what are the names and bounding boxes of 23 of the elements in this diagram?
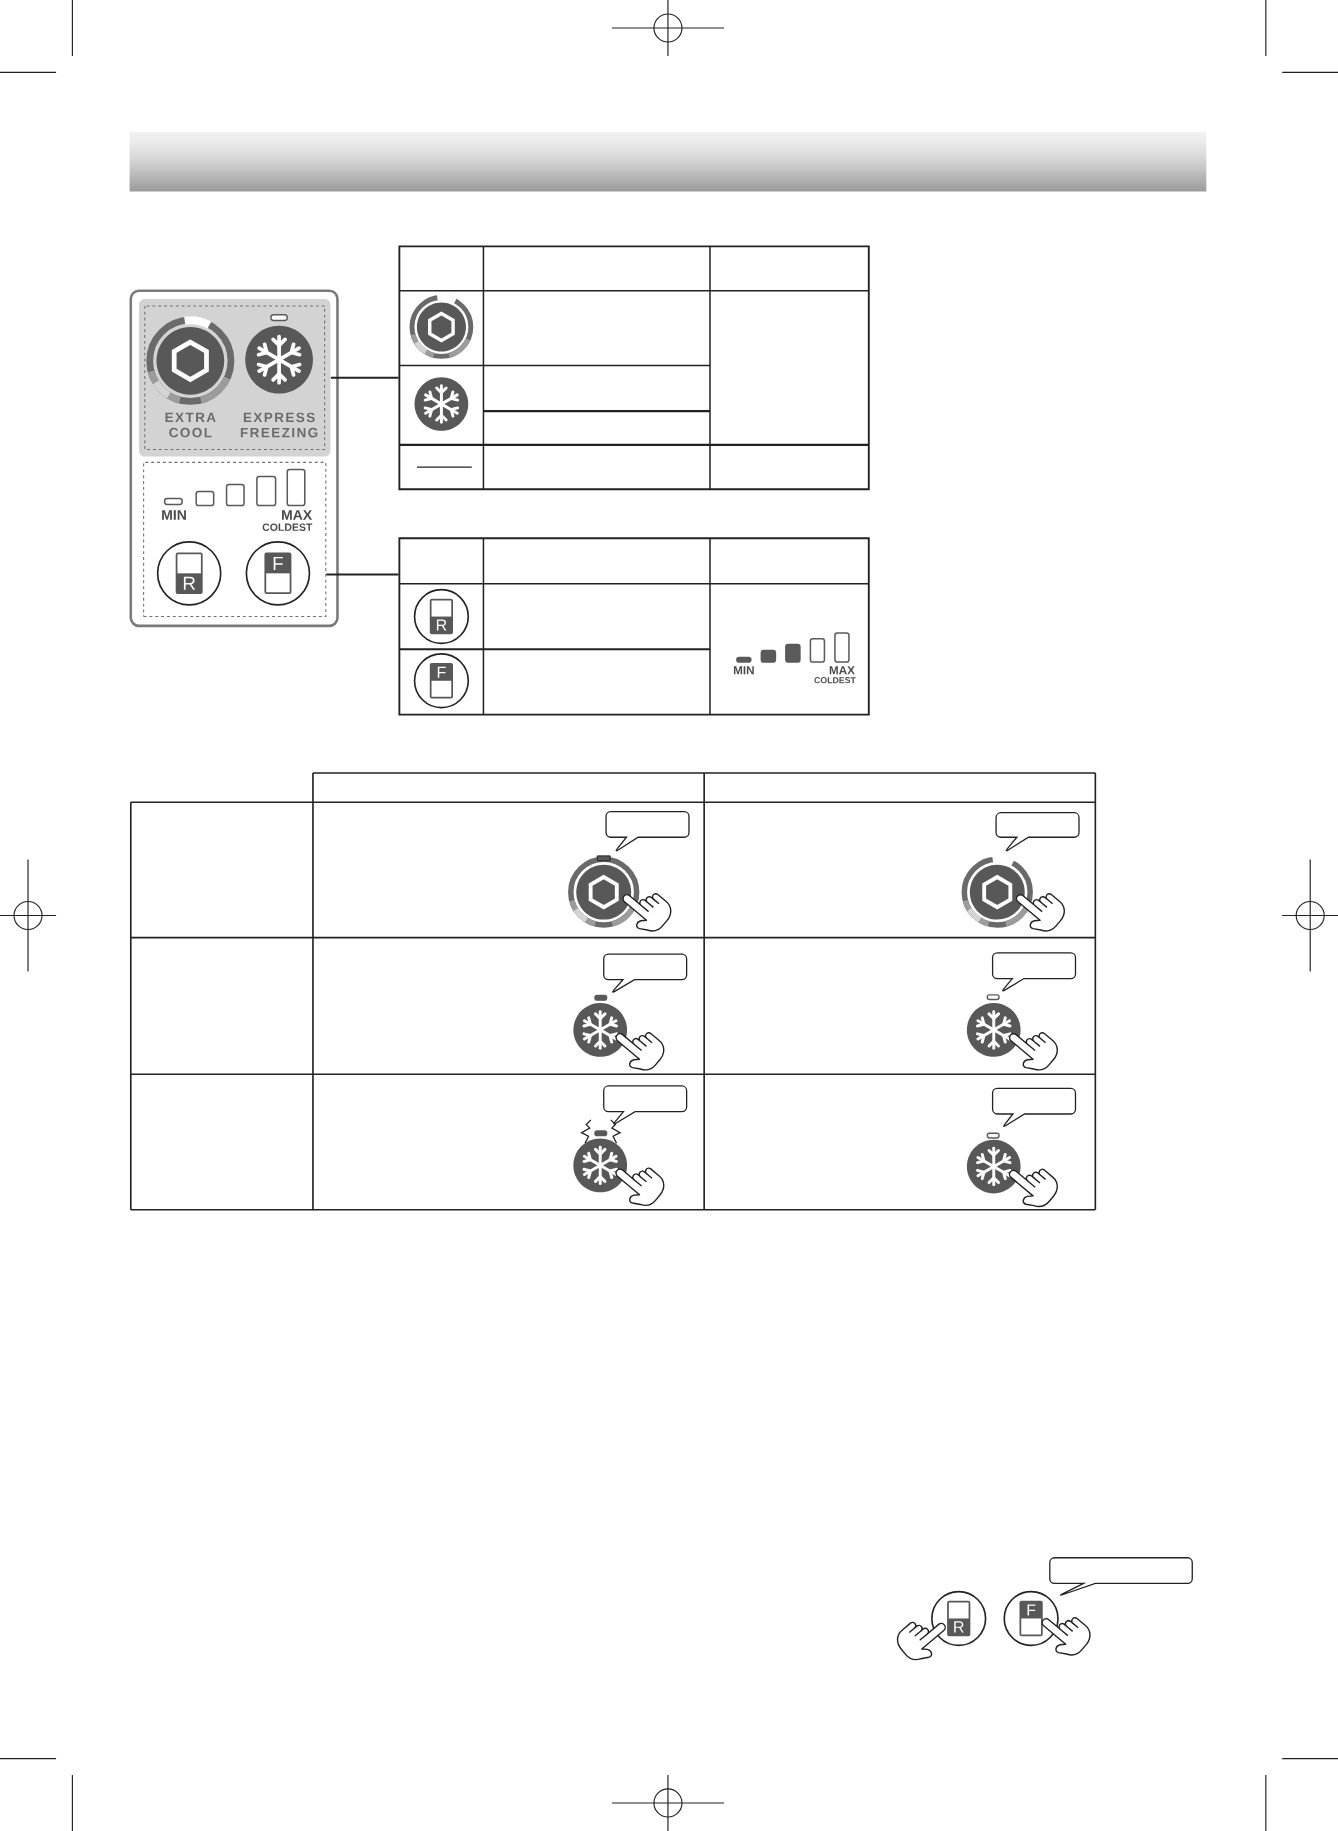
speech-bubble [1049, 1557, 1193, 1596]
round-button: F [1003, 1590, 1059, 1647]
scale-label: MAX [281, 510, 312, 520]
round-button: R [156, 541, 222, 606]
scale-label: MAX [829, 666, 855, 675]
speech-bubble [991, 1087, 1077, 1127]
scale-label: COLDEST [814, 677, 856, 684]
speech-bubble [605, 810, 690, 852]
scale-label: MIN [733, 666, 754, 675]
speech-bubble [991, 952, 1077, 992]
round-button: R [413, 588, 469, 645]
speech-bubble [603, 1085, 688, 1125]
speech-bubble [995, 812, 1080, 852]
round-button: F [245, 541, 311, 606]
button-label: EXTRA COOL [165, 412, 216, 438]
speech-bubble [603, 953, 688, 993]
round-button: F [413, 653, 469, 709]
scale-label: COLDEST [262, 523, 313, 531]
button-label: EXPRESS FREEZING [240, 412, 318, 438]
leader-line [325, 573, 400, 576]
round-button: R [930, 1590, 987, 1647]
leader-line [329, 376, 400, 379]
scale-label: MIN [162, 510, 186, 520]
